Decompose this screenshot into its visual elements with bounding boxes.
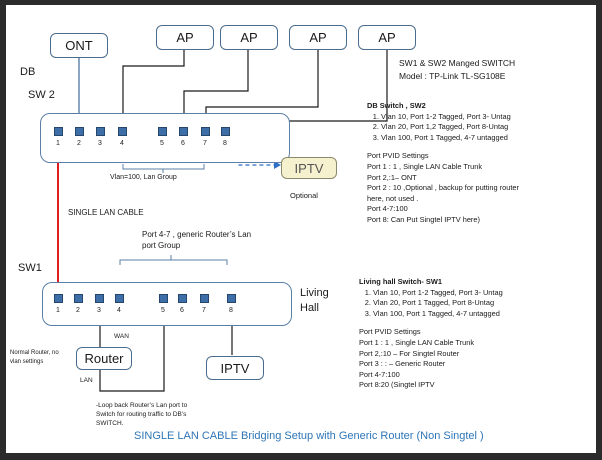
ap-label: AP bbox=[176, 30, 194, 45]
sw1-port-5 bbox=[159, 294, 168, 303]
iptv-optional-label: IPTV bbox=[294, 160, 324, 176]
db-switch-notes: DB Switch , SW2 Vlan 10, Port 1-2 Tagged… bbox=[367, 101, 519, 226]
sw2-port-number: 3 bbox=[98, 140, 102, 147]
living-pvid-line: Port 2,:10 – For Singtel Router bbox=[359, 348, 460, 358]
living-pvid-line: Port 3 : : – Generic Router bbox=[359, 359, 446, 369]
living-pvid-line: Port 1 : 1 , Single LAN Cable Trunk bbox=[359, 337, 475, 347]
db-pvid-title: Port PVID Settings bbox=[367, 151, 429, 161]
sw1-port-7 bbox=[200, 294, 209, 303]
optional-label: Optional bbox=[290, 191, 318, 200]
db-pvid-line: Port 2,:1– ONT bbox=[367, 172, 417, 182]
sw2-port-3 bbox=[96, 127, 105, 136]
sw2-port-number: 8 bbox=[223, 140, 227, 147]
sw1-port-number: 1 bbox=[56, 307, 60, 314]
db-pvid-line: Port 2 : 10 ,Optional , backup for putti… bbox=[367, 183, 520, 193]
router-group-label: Port 4-7 , generic Router’s Lan port Gro… bbox=[142, 230, 252, 250]
iptv-living-box: IPTV bbox=[206, 356, 264, 380]
switch-model-line1: SW1 & SW2 Manged SWITCH bbox=[399, 58, 516, 68]
sw2-port-number: 7 bbox=[203, 140, 207, 147]
iptv-optional-box: IPTV bbox=[281, 157, 337, 179]
ont-box: ONT bbox=[50, 33, 108, 58]
sw2-port-number: 5 bbox=[160, 140, 164, 147]
living-pvid-line: Port 8:20 (Singtel IPTV bbox=[359, 380, 435, 390]
sw2-port-number: 1 bbox=[56, 140, 60, 147]
sw2-port-8 bbox=[221, 127, 230, 136]
router-label: Router bbox=[84, 351, 124, 366]
sw1-port-3 bbox=[95, 294, 104, 303]
sw1-port-6 bbox=[178, 294, 187, 303]
dash-iptv bbox=[227, 146, 274, 166]
line-loopback bbox=[99, 303, 165, 392]
iptv-living-label: IPTV bbox=[220, 360, 250, 376]
sw2-port-number: 2 bbox=[77, 140, 81, 147]
vlan-group-label: Vlan=100, Lan Group bbox=[110, 174, 177, 181]
sw1-port-number: 7 bbox=[202, 307, 206, 314]
sw1-switch bbox=[42, 282, 292, 326]
sw1-label: SW1 bbox=[18, 262, 42, 274]
sw1-port-number: 3 bbox=[97, 307, 101, 314]
ap-label: AP bbox=[378, 30, 396, 45]
bracket-sw2 bbox=[122, 164, 205, 170]
diagram-caption: SINGLE LAN CABLE Bridging Setup with Gen… bbox=[134, 430, 484, 442]
living-vlan-item: Vlan 100, Port 1 Tagged, 4-7 untagged bbox=[373, 309, 503, 320]
db-vlan-item: Vlan 10, Port 1-2 Tagged, Port 3- Untag bbox=[381, 112, 519, 123]
ap-label: AP bbox=[240, 30, 258, 45]
sw1-port-8 bbox=[227, 294, 236, 303]
sw2-port-1 bbox=[54, 127, 63, 136]
sw1-port-number: 8 bbox=[229, 307, 233, 314]
db-pvid-line: Port 4-7:100 bbox=[367, 204, 408, 214]
ap-box-4: AP bbox=[358, 25, 416, 50]
db-pvid-line: here, not used . bbox=[367, 193, 419, 203]
living-vlan-item: Vlan 20, Port 1 Tagged, Port 8-Untag bbox=[373, 298, 503, 309]
line-ap1 bbox=[122, 50, 185, 136]
lan-label: LAN bbox=[80, 377, 93, 384]
living-label: Living bbox=[300, 287, 329, 299]
living-vlan-item: Vlan 10, Port 1-2 Tagged, Port 3- Untag bbox=[373, 288, 503, 299]
sw2-label: SW 2 bbox=[28, 89, 55, 101]
bracket-sw1 bbox=[119, 259, 228, 265]
ap-box-3: AP bbox=[289, 25, 347, 50]
normal-router-label: Normal Router, no vlan settings bbox=[10, 350, 59, 365]
db-pvid-line: Port 1 : 1 , Single LAN Cable Trunk bbox=[367, 161, 483, 171]
sw1-port-number: 5 bbox=[161, 307, 165, 314]
db-vlan-item: Vlan 20, Port 1,2 Tagged, Port 8-Untag bbox=[381, 122, 519, 133]
sw2-port-5 bbox=[158, 127, 167, 136]
sw1-port-number: 4 bbox=[117, 307, 121, 314]
db-pvid-line: Port 8: Can Put Singtel IPTV here) bbox=[367, 214, 480, 224]
db-notes-title: DB Switch , SW2 bbox=[367, 101, 426, 110]
living-pvid-title: Port PVID Settings bbox=[359, 327, 421, 337]
living-switch-notes: Living hall Switch- SW1 Vlan 10, Port 1-… bbox=[359, 277, 503, 391]
sw1-port-4 bbox=[115, 294, 124, 303]
ap-box-1: AP bbox=[156, 25, 214, 50]
db-label: DB bbox=[20, 66, 36, 78]
diagram-slide: ONT AP AP AP AP DB SW 2 SW1 & SW2 Manged… bbox=[6, 5, 596, 453]
hall-label: Hall bbox=[300, 302, 319, 314]
sw2-port-number: 6 bbox=[181, 140, 185, 147]
single-cable-label: SINGLE LAN CABLE bbox=[68, 208, 144, 217]
sw1-port-number: 6 bbox=[180, 307, 184, 314]
sw2-port-6 bbox=[179, 127, 188, 136]
sw2-port-2 bbox=[75, 127, 84, 136]
living-pvid-line: Port 4-7:100 bbox=[359, 369, 400, 379]
sw1-port-number: 2 bbox=[76, 307, 80, 314]
ont-label: ONT bbox=[65, 38, 93, 53]
sw1-port-1 bbox=[54, 294, 63, 303]
wan-label: WAN bbox=[114, 333, 129, 340]
sw2-port-number: 4 bbox=[120, 140, 124, 147]
db-vlan-item: Vlan 100, Port 1 Tagged, 4-7 untagged bbox=[381, 133, 519, 144]
connection-lines bbox=[57, 50, 388, 392]
sw2-port-7 bbox=[201, 127, 210, 136]
sw2-port-4 bbox=[118, 127, 127, 136]
ap-box-2: AP bbox=[220, 25, 278, 50]
router-box: Router bbox=[76, 347, 132, 370]
loopback-note: -Loop back Router’s Lan port to Switch f… bbox=[96, 402, 188, 427]
switch-model-line2: Model : TP-Link TL-SG108E bbox=[399, 71, 506, 81]
sw2-switch bbox=[40, 113, 290, 163]
sw1-port-2 bbox=[74, 294, 83, 303]
living-notes-title: Living hall Switch- SW1 bbox=[359, 277, 442, 286]
ap-label: AP bbox=[309, 30, 327, 45]
